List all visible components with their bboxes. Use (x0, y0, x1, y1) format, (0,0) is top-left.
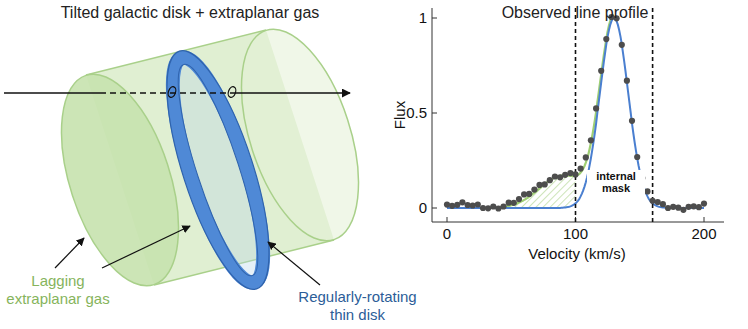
data-point (634, 154, 640, 160)
x-tick-label: 100 (556, 225, 596, 243)
data-point (552, 173, 558, 179)
data-point (624, 78, 630, 84)
data-point (516, 196, 522, 202)
mask-boundary (575, 8, 577, 222)
sight-line (4, 92, 100, 94)
x-axis-title: Velocity (km/s) (487, 245, 667, 263)
data-point (629, 118, 635, 124)
gas-cylinder-front (218, 15, 381, 255)
data-point (691, 203, 697, 209)
leader-arrow (268, 242, 320, 285)
gas-label: Lagging extraplanar gas (2, 272, 114, 308)
data-point (619, 42, 625, 48)
x-tick (704, 217, 705, 222)
data-point (593, 105, 599, 111)
data-point (598, 68, 604, 74)
data-point (572, 171, 578, 177)
intersection-mark (227, 86, 237, 99)
y-tick (432, 18, 437, 19)
data-point (511, 200, 517, 206)
data-point (696, 204, 702, 210)
mask-boundary (652, 8, 654, 222)
data-point (644, 188, 650, 194)
y-tick (432, 208, 437, 209)
data-point (583, 154, 589, 160)
panel-title: Observed line profile (420, 3, 730, 22)
data-point (588, 137, 594, 143)
data-point (701, 201, 707, 207)
x-tick (447, 217, 448, 222)
leader-arrow (102, 226, 190, 268)
data-point (603, 36, 609, 42)
data-point (542, 181, 548, 187)
data-point (526, 191, 532, 197)
leader-arrow (55, 238, 84, 268)
panel-title: Tilted galactic disk + extraplanar gas (40, 3, 340, 22)
data-point (531, 187, 537, 193)
x-tick-label: 200 (684, 225, 724, 243)
data-point (547, 177, 553, 183)
x-tick-label: 0 (427, 225, 467, 243)
y-tick-label: 0.5 (387, 104, 427, 122)
mask-label: internal mask (587, 170, 645, 194)
y-tick (432, 113, 437, 114)
x-axis (432, 222, 724, 223)
data-point (660, 201, 666, 207)
data-point (449, 203, 455, 209)
data-point (665, 205, 671, 211)
y-tick-label: 0 (387, 199, 427, 217)
disk-label: Regularly-rotating thin disk (290, 288, 425, 324)
sight-line (236, 92, 350, 94)
data-point (475, 201, 481, 207)
y-axis (432, 8, 433, 222)
data-point (500, 203, 506, 209)
intersection-mark (167, 86, 177, 99)
data-point (680, 207, 686, 213)
y-tick-label: 1 (387, 9, 427, 27)
data-point (578, 166, 584, 172)
